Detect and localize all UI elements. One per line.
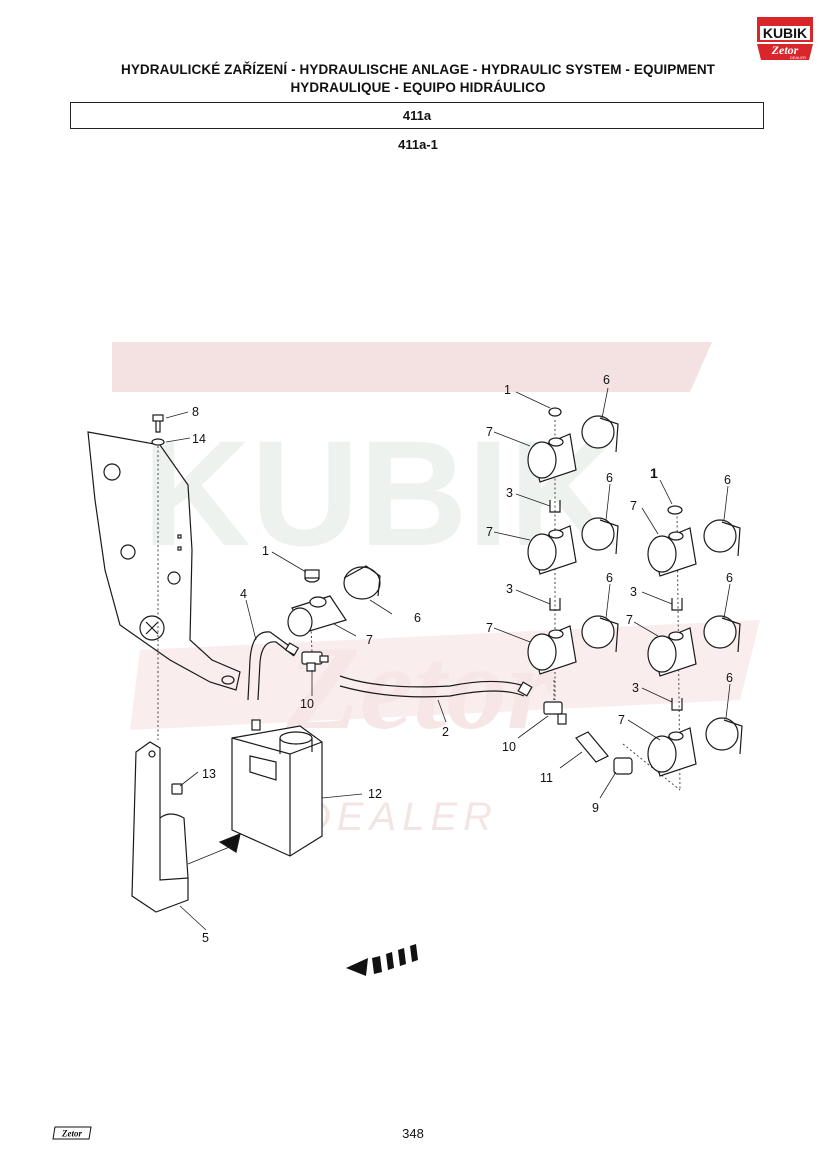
part-callouts: 1 6 7 3 6 7 1 6 7 3 6 7 3 6 7 3 6 7 1 6 … <box>192 373 733 945</box>
pipe-11 <box>575 731 609 763</box>
bracket-plate <box>87 431 241 691</box>
callout-1-top: 1 <box>504 383 511 397</box>
kubik-logo-text: KUBIK <box>763 25 807 41</box>
valve-stack-right <box>647 505 743 791</box>
footer-zetor-logo: Zetor <box>52 1126 92 1140</box>
callout-2: 2 <box>442 725 449 739</box>
page-title-line-2: HYDRAULIQUE - EQUIPO HIDRÁULICO <box>290 80 546 95</box>
callout-6-b: 6 <box>606 471 613 485</box>
hose-4 <box>247 631 300 701</box>
zetor-logo-text: Zetor <box>771 43 799 57</box>
callout-3-right-b: 3 <box>632 681 639 695</box>
callout-5: 5 <box>202 931 209 945</box>
valve-stack-center <box>527 407 619 700</box>
callout-7-b: 7 <box>486 525 493 539</box>
callout-14: 14 <box>192 432 206 446</box>
tee-fitting-10-left <box>301 599 329 672</box>
leader-lines <box>165 387 731 931</box>
section-code: 411a <box>402 108 432 123</box>
callout-11: 11 <box>540 771 553 785</box>
kubik-dealer-logo: KUBIK Zetor DEALER <box>757 17 813 60</box>
callout-3-b: 3 <box>506 582 513 596</box>
callout-6-right-mid: 6 <box>726 571 733 585</box>
callout-7-top: 7 <box>486 425 493 439</box>
callout-6-right-top: 6 <box>724 473 731 487</box>
bracket-5 <box>131 741 189 913</box>
callout-6-top: 6 <box>603 373 610 387</box>
callout-4: 4 <box>240 587 247 601</box>
subsection-code: 411a-1 <box>398 137 438 152</box>
callout-7-right-top: 7 <box>630 499 637 513</box>
page-number: 348 <box>402 1126 424 1141</box>
valve-block-left <box>287 565 381 637</box>
nut-13 <box>171 783 183 795</box>
dealer-logo-subtext: DEALER <box>790 55 806 60</box>
tee-fitting-10-right <box>543 680 567 725</box>
page-title-line-1: HYDRAULICKÉ ZAŘÍZENÍ - HYDRAULISCHE ANLA… <box>120 62 716 77</box>
callout-8: 8 <box>192 405 199 419</box>
callout-1-left: 1 <box>262 544 269 558</box>
callout-7-right-mid: 7 <box>626 613 633 627</box>
callout-7-right-bottom: 7 <box>618 713 625 727</box>
callout-3-right-a: 3 <box>630 585 637 599</box>
hose-2 <box>339 675 533 698</box>
callout-9: 9 <box>592 801 599 815</box>
callout-3-a: 3 <box>506 486 513 500</box>
callout-7-left: 7 <box>366 633 373 647</box>
footer-logo-text: Zetor <box>61 1129 82 1139</box>
section-code-box: 411a <box>70 102 764 129</box>
direction-arrow <box>346 944 418 976</box>
bolt-8 <box>151 414 165 740</box>
callout-10-left: 10 <box>300 697 314 711</box>
callout-12: 12 <box>368 787 382 801</box>
callout-6-c: 6 <box>606 571 613 585</box>
nut-9 <box>613 743 681 791</box>
watermark-sub-text: DEALER <box>302 795 498 839</box>
callout-6-right-bottom: 6 <box>726 671 733 685</box>
callout-10-right: 10 <box>502 740 516 754</box>
callout-1-right: 1 <box>650 465 658 481</box>
watermark-brand-text: Zetor <box>286 621 555 754</box>
callout-7-c: 7 <box>486 621 493 635</box>
callout-13: 13 <box>202 767 216 781</box>
reservoir-12 <box>187 719 323 865</box>
callout-6-left: 6 <box>414 611 421 625</box>
